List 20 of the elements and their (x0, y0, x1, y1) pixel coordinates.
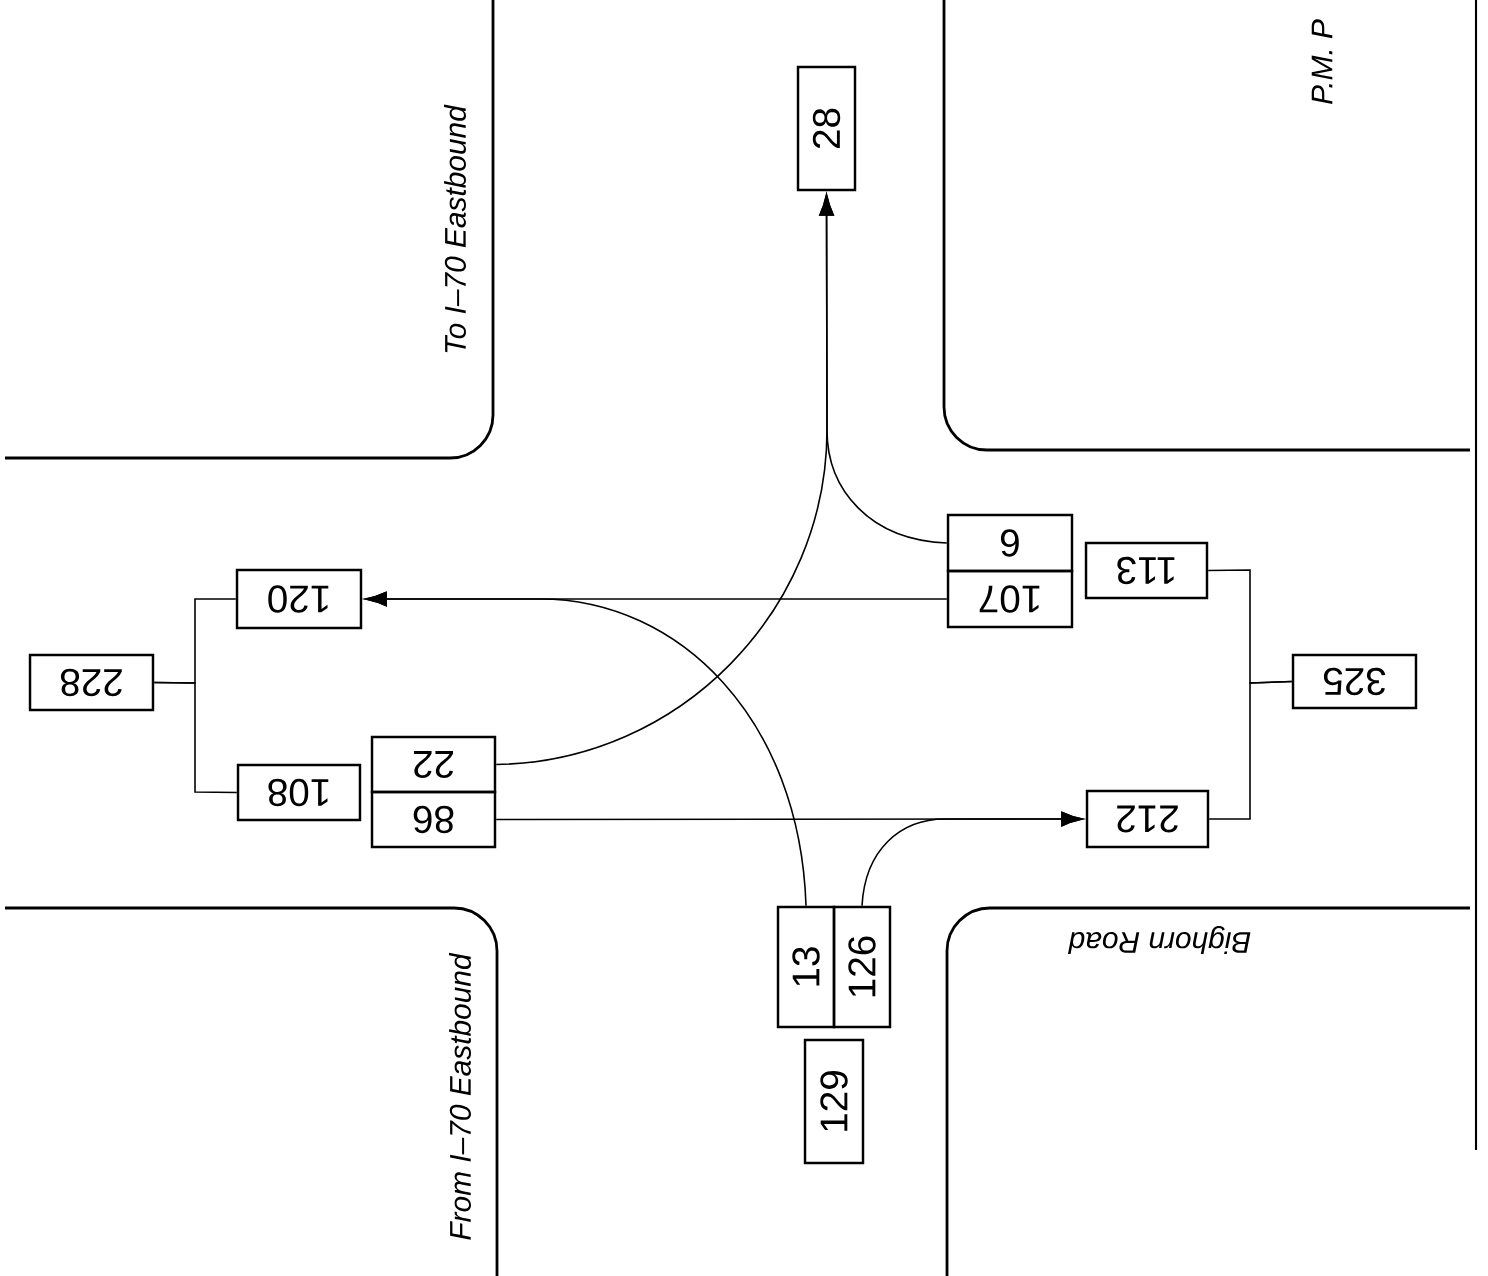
count-box: 13 (776, 905, 836, 1029)
road-label: From I–70 Eastbound (449, 952, 471, 1240)
count-box: 212 (1085, 789, 1210, 849)
count-box: 120 (235, 568, 363, 630)
count-box: 28 (796, 65, 857, 192)
road-label: Bighorn Road (1067, 926, 1251, 954)
count-box: 107 (946, 569, 1074, 629)
count-box: 228 (28, 653, 155, 712)
count-box: 126 (832, 905, 892, 1029)
count-box: 108 (236, 763, 362, 822)
count-box: 325 (1291, 653, 1418, 710)
count-box: 129 (803, 1038, 865, 1165)
arrow (365, 591, 807, 907)
count-box: 6 (946, 513, 1074, 573)
count-box: 113 (1084, 541, 1209, 600)
count-box: 22 (370, 735, 497, 794)
arrow (861, 811, 1083, 907)
road-label: P.M. P (1311, 19, 1333, 104)
count-box: 86 (370, 790, 497, 849)
road-label: To I–70 Eastbound (444, 104, 466, 353)
